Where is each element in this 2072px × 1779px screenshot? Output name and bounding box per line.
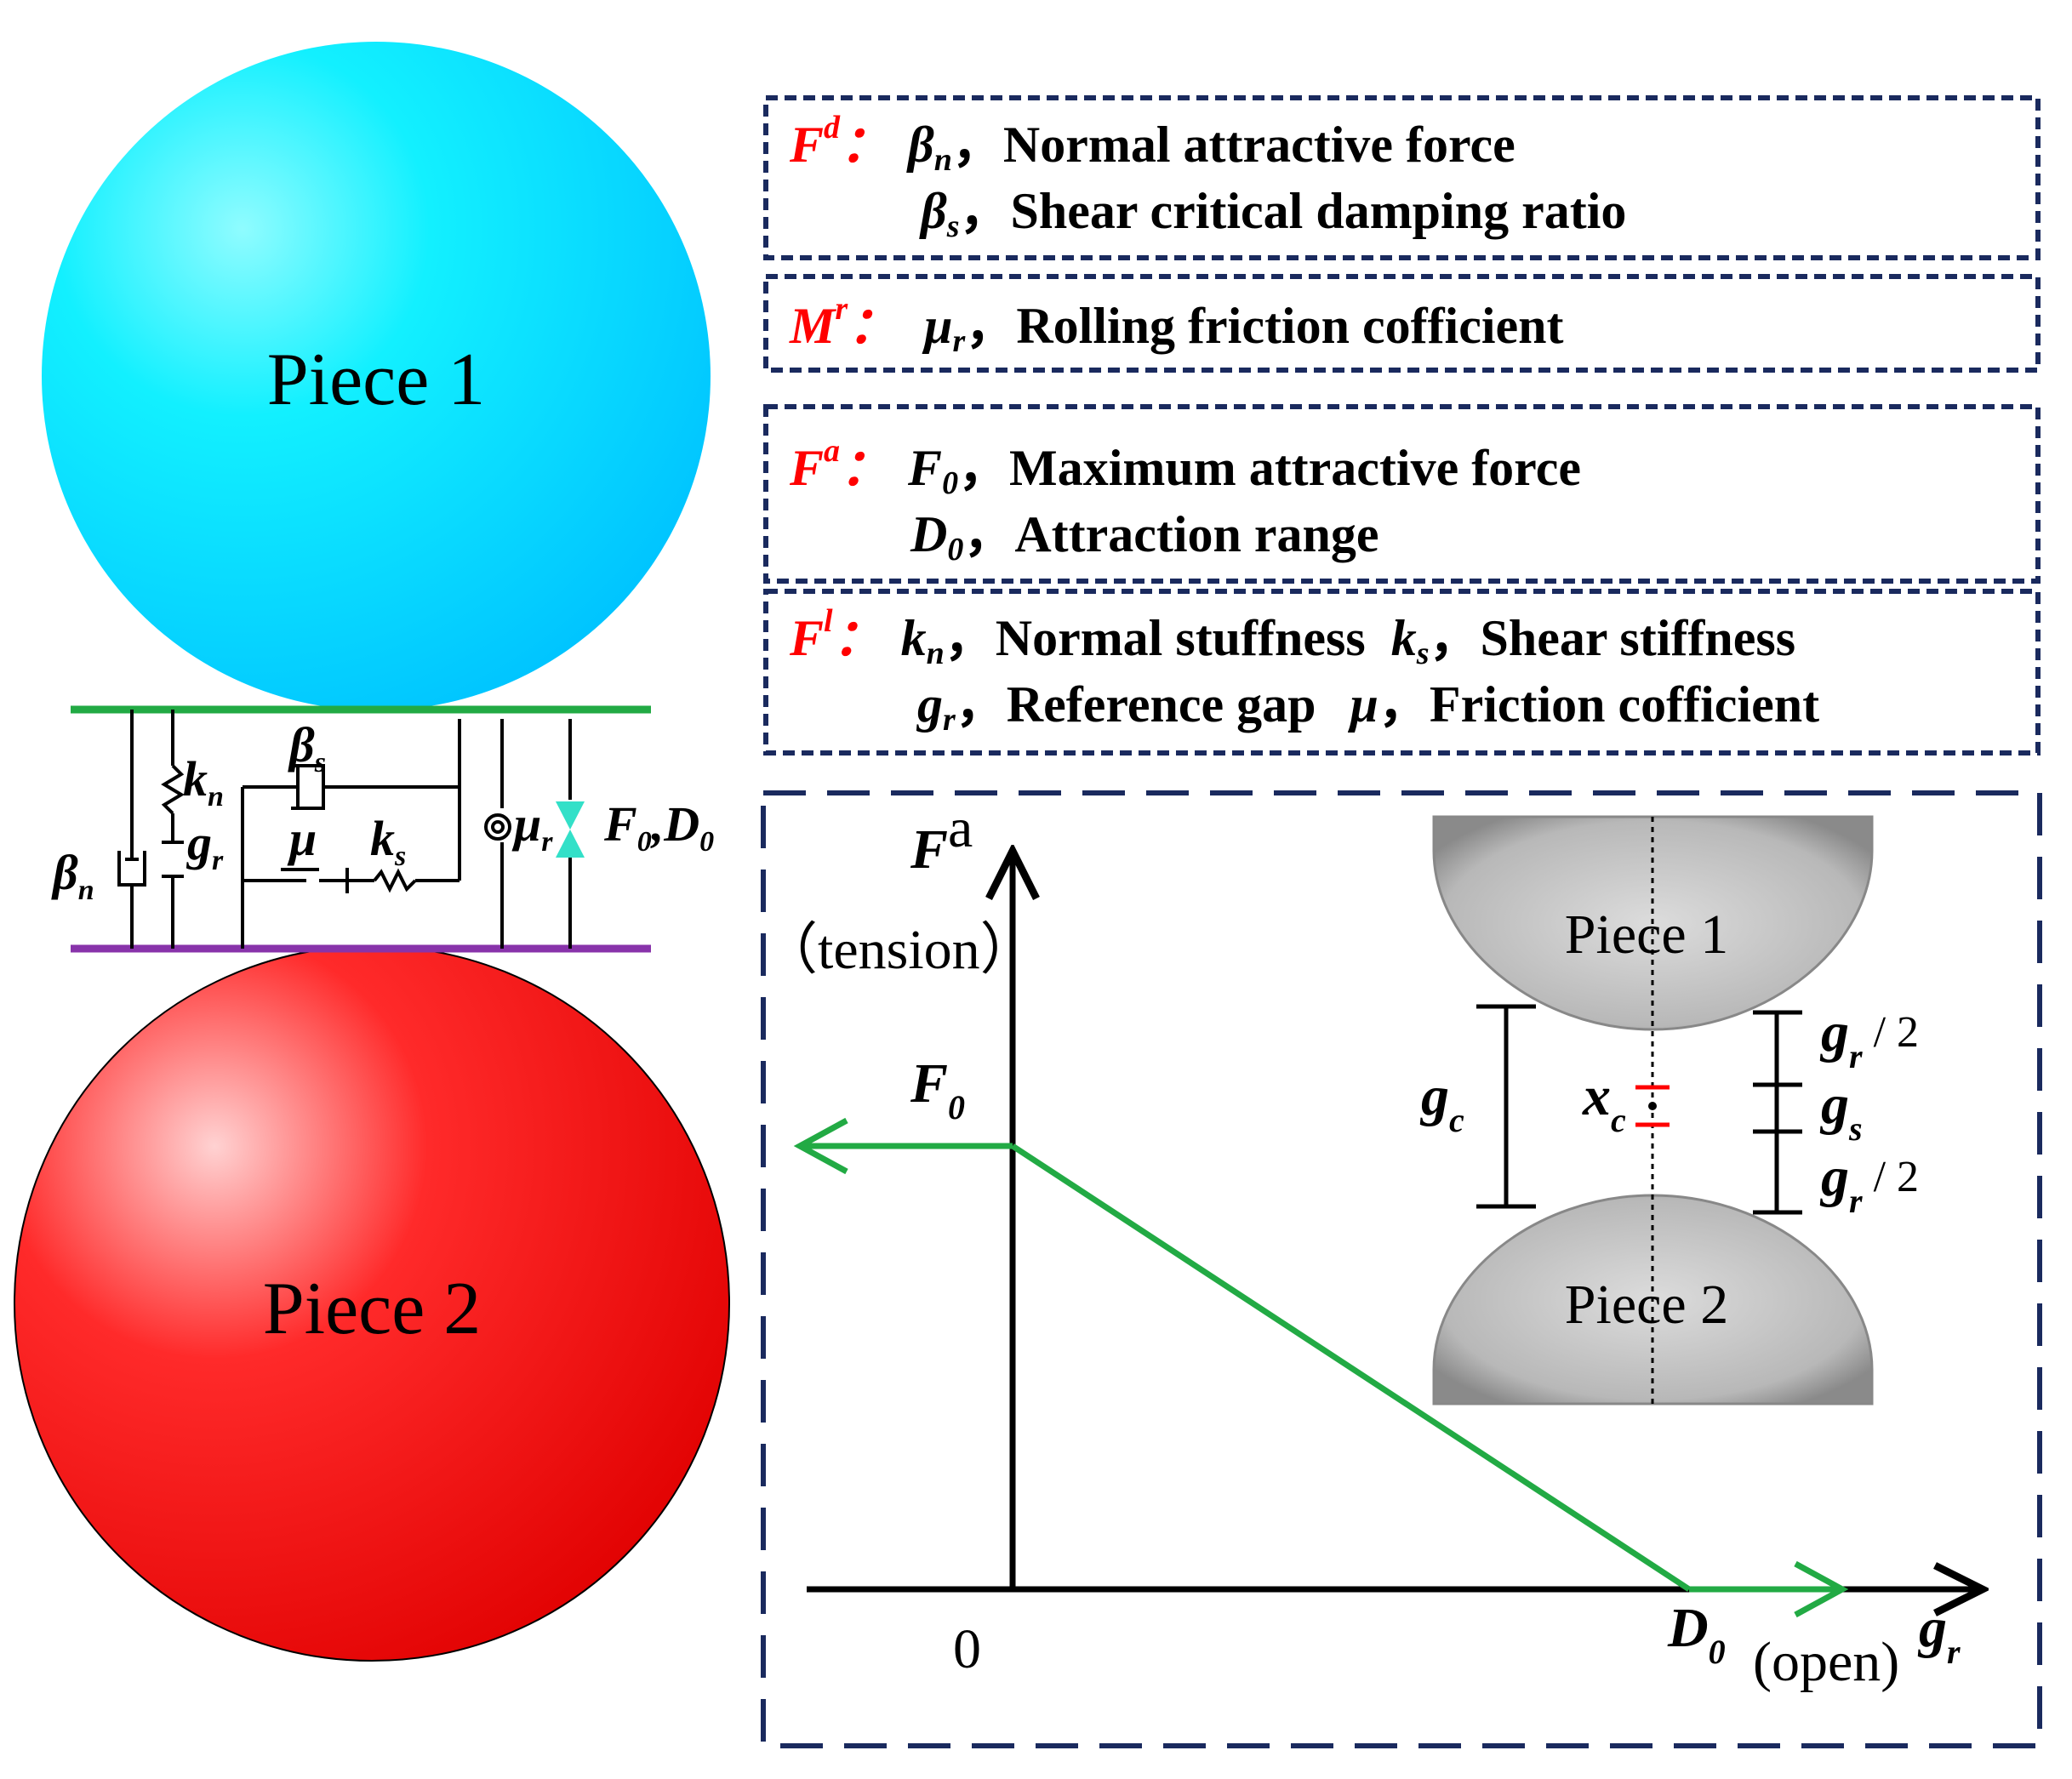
origin-label: 0 xyxy=(953,1618,981,1680)
particle-pair: Piece 1 Piece 2 xyxy=(14,42,730,1662)
damping-line-1: Fd：βn，Normal attractive force xyxy=(789,110,1515,178)
circuit-labels: βn kn gr βs μ ks μr F0,D0 xyxy=(51,717,714,906)
mu-r-label: μr xyxy=(511,796,553,858)
x-axis-label: gr xyxy=(1917,1597,1961,1671)
legend-box-rolling xyxy=(763,274,2041,373)
d0-label: D0 xyxy=(1667,1597,1726,1671)
legend-box-damping xyxy=(763,95,2041,260)
open-arrowhead xyxy=(1794,1560,1849,1618)
legend-boxes: Fd：βn，Normal attractive force βs，Shear c… xyxy=(763,95,2041,756)
normal-spring-gap xyxy=(161,710,185,949)
k-n-label: kn xyxy=(183,751,224,813)
legend-box-linear xyxy=(763,589,2041,756)
contact-circuit xyxy=(71,705,651,953)
beta-n-label: βn xyxy=(51,845,94,906)
inset-piece1-label: Piece 1 xyxy=(1565,904,1728,966)
force-plateau-arrowhead xyxy=(793,1117,848,1175)
normal-dashpot xyxy=(117,710,146,949)
attraction-force-plot: Fa （tension） F0 0 D0 (open) gr Piece 1 P… xyxy=(761,790,2042,1748)
gc-bracket xyxy=(1476,1004,1536,1209)
xc-label: xc xyxy=(1582,1065,1626,1139)
inset-piece2-label: Piece 2 xyxy=(1565,1274,1728,1336)
gap-inset: Piece 1 Piece 2 gc xc xyxy=(1419,815,1919,1406)
damping-line-2: βs，Shear critical damping ratio xyxy=(919,183,1626,244)
piece1-label: Piece 1 xyxy=(267,339,486,421)
f0-d0-label: F0,D0 xyxy=(603,796,714,858)
rolling-line-1: Mr：μr，Rolling friction cofficient xyxy=(789,291,1564,359)
k-s-label: ks xyxy=(370,811,406,872)
gr-half-bottom-label: gr / 2 xyxy=(1819,1146,1919,1220)
g-r-label: gr xyxy=(186,815,224,876)
attraction-line-1: Fa：F0，Maximum attractive force xyxy=(789,433,1581,501)
rolling-element xyxy=(484,719,511,949)
xc-marker xyxy=(1635,1085,1670,1127)
gs-label: gs xyxy=(1819,1074,1863,1148)
f0-label: F0 xyxy=(910,1052,965,1126)
gc-label: gc xyxy=(1419,1065,1464,1139)
gap-decomposition-bracket xyxy=(1753,1010,1802,1215)
attraction-element xyxy=(556,719,585,949)
force-curve xyxy=(1011,1143,1691,1592)
tension-note: （tension） xyxy=(762,919,1036,981)
gr-half-top-label: gr / 2 xyxy=(1819,1001,1919,1075)
y-axis-label: Fa xyxy=(910,797,973,881)
piece1-particle xyxy=(42,42,711,710)
mu-label: μ xyxy=(287,811,317,866)
attraction-line-2: D0，Attraction range xyxy=(910,506,1379,567)
piece2-label: Piece 2 xyxy=(263,1268,482,1350)
plot-frame xyxy=(761,790,2042,1748)
legend-box-attraction xyxy=(763,404,2041,584)
open-note: (open) xyxy=(1753,1631,1899,1693)
shear-network xyxy=(241,719,461,949)
beta-s-label: βs xyxy=(288,717,326,778)
